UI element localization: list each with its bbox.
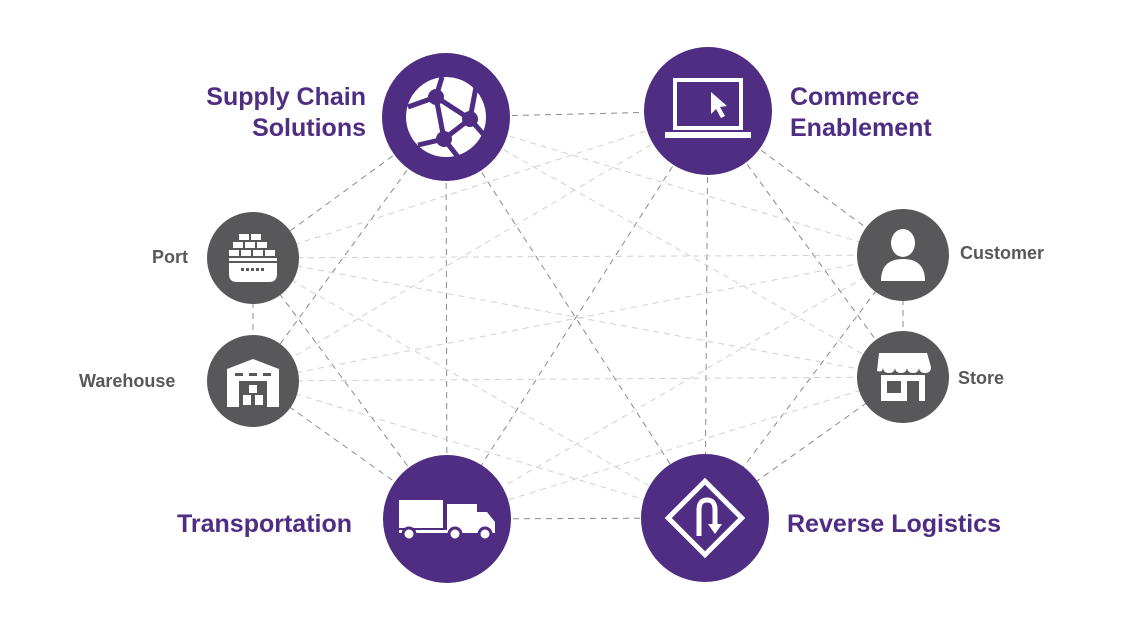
customer-label: Customer [960,243,1045,263]
commerce-label-line1: Commerce [790,83,920,111]
link-store-transportation [446,376,904,520]
link-warehouse-store [252,376,904,382]
commerce-enablement-node[interactable] [644,47,772,175]
link-supply_chain-reverse [445,116,706,519]
transportation-label: Transportation [177,510,353,538]
port-label: Port [152,247,188,267]
link-port-customer [252,254,904,259]
link-supply_chain-transportation [445,116,448,520]
laptop-cursor-icon [665,78,751,138]
person-icon [881,229,925,281]
supply-chain-label-line1: Supply Chain [206,83,366,111]
supply-chain-node[interactable] [382,53,510,181]
link-commerce-reverse [704,110,709,519]
u-turn-sign-icon [664,477,746,559]
supply-chain-label: Supply Chain Solutions [190,82,366,145]
trucks-icon [399,500,495,542]
link-commerce-warehouse [252,110,709,382]
link-warehouse-reverse [252,380,706,519]
cargo-ship-icon [229,234,277,282]
supply-chain-label-line2: Solutions [252,114,366,143]
link-supply_chain-customer [445,116,904,256]
commerce-enablement-label: Commerce Enablement [790,82,932,145]
customer-node[interactable] [857,209,949,301]
link-commerce-transportation [446,110,709,520]
reverse-logistics-node[interactable] [641,454,769,582]
link-commerce-port [252,110,709,259]
transportation-node[interactable] [383,455,511,583]
link-warehouse-customer [252,254,904,382]
warehouse-icon [227,359,279,407]
link-port-reverse [252,257,706,519]
store-label: Store [958,368,1005,388]
commerce-label-line2: Enablement [790,114,932,143]
warehouse-label: Warehouse [79,371,176,391]
globe-network-icon [406,76,486,159]
reverse-logistics-label: Reverse Logistics [787,510,1001,538]
warehouse-node[interactable] [207,335,299,427]
store-node[interactable] [857,331,949,423]
storefront-icon [877,353,931,401]
port-node[interactable] [207,212,299,304]
